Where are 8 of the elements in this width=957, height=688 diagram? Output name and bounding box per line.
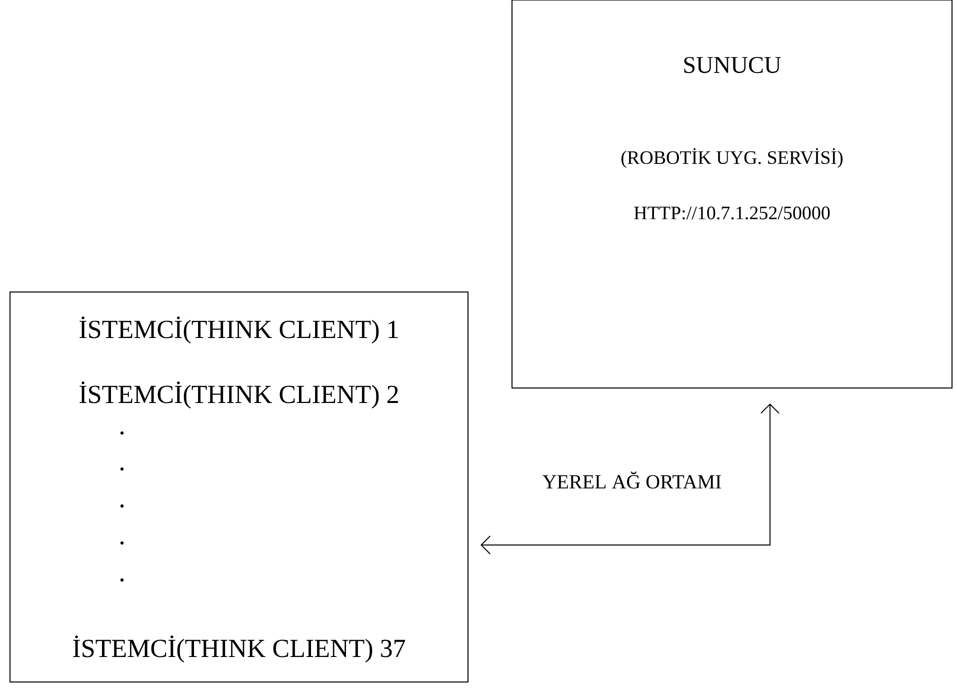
client-text: İSTEMCİ(THINK CLIENT) 1 xyxy=(80,316,398,344)
box-text: (ROBOTİK UYG. SERVİSİ) xyxy=(621,148,843,168)
arrow xyxy=(480,404,780,554)
edge-label: YEREL AĞ ORTAMI xyxy=(542,471,721,489)
address-text: HTTP://10.7.1.252/50000 xyxy=(634,206,830,220)
client-text: İSTEMCİ(THINK CLIENT) 37 xyxy=(73,636,406,662)
client-text: İSTEMCİ(THINK CLIENT) 2 xyxy=(80,382,398,408)
box-heading: SUNUCU xyxy=(684,56,781,74)
